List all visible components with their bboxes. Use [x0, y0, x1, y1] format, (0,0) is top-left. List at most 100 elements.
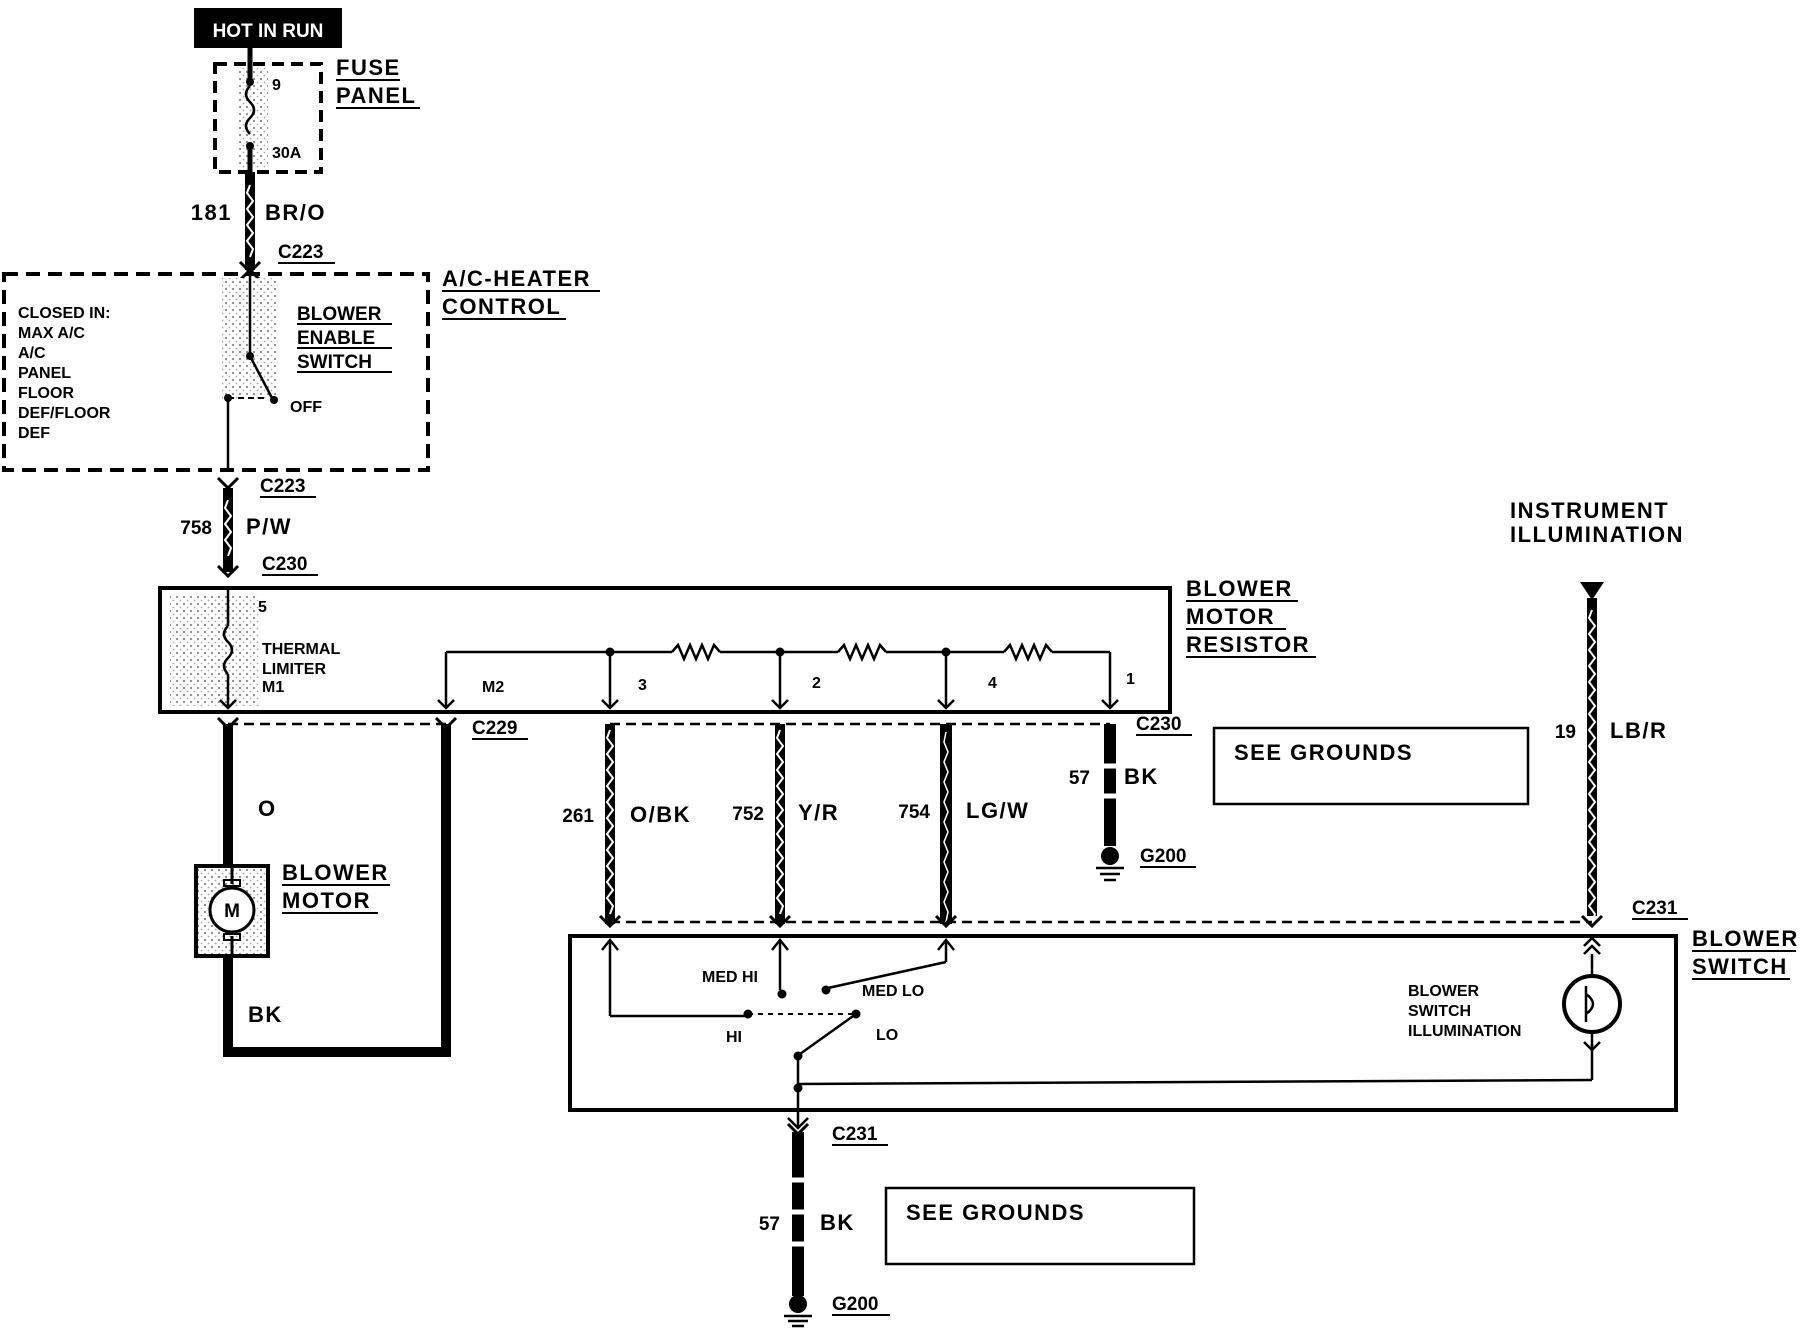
connector-c223-top: C223 [238, 242, 335, 282]
svg-text:C230: C230 [262, 554, 307, 575]
svg-text:HI: HI [726, 1029, 742, 1046]
see-grounds-lower[interactable]: SEE GROUNDS [884, 1186, 1196, 1266]
svg-text:C223: C223 [278, 242, 323, 263]
svg-text:ILLUMINATION: ILLUMINATION [1408, 1023, 1521, 1040]
svg-text:4: 4 [988, 675, 997, 692]
svg-text:261: 261 [562, 806, 594, 827]
svg-text:C223: C223 [260, 476, 305, 497]
svg-text:ENABLE: ENABLE [297, 328, 375, 349]
fuse-panel: 9 30A FUSE PANEL [213, 48, 420, 174]
blower-motor: M BLOWER MOTOR [194, 860, 390, 958]
svg-text:M2: M2 [482, 679, 504, 696]
svg-text:BK: BK [248, 1002, 283, 1027]
svg-text:30A: 30A [272, 145, 302, 162]
svg-text:LB/R: LB/R [1610, 718, 1667, 743]
svg-text:752: 752 [732, 804, 764, 825]
svg-text:2: 2 [812, 675, 821, 692]
svg-text:BLOWER: BLOWER [297, 304, 382, 325]
svg-text:SWITCH: SWITCH [1408, 1003, 1471, 1020]
svg-text:3: 3 [638, 677, 647, 694]
svg-text:DEF/FLOOR: DEF/FLOOR [18, 405, 111, 422]
svg-text:5: 5 [258, 599, 267, 616]
svg-text:CLOSED IN:: CLOSED IN: [18, 305, 110, 322]
svg-text:THERMAL: THERMAL [262, 641, 340, 658]
svg-text:MED LO: MED LO [862, 983, 924, 1000]
svg-text:BLOWER: BLOWER [1186, 576, 1293, 601]
svg-text:BLOWER: BLOWER [282, 860, 389, 885]
svg-text:BK: BK [1124, 764, 1159, 789]
svg-text:PANEL: PANEL [336, 83, 416, 108]
svg-text:ILLUMINATION: ILLUMINATION [1510, 522, 1684, 547]
wire-57-switch-ground: 57 BK [759, 1132, 855, 1296]
svg-text:DEF: DEF [18, 425, 50, 442]
connector-c230-top: C230 [216, 554, 318, 579]
svg-text:C229: C229 [472, 718, 517, 739]
svg-text:INSTRUMENT: INSTRUMENT [1510, 498, 1669, 523]
svg-text:758: 758 [180, 518, 212, 539]
wire-orange-motor-feed: O [223, 724, 277, 870]
svg-text:57: 57 [1069, 768, 1090, 789]
closed-in-list: CLOSED IN: MAX A/C A/C PANEL FLOOR DEF/F… [18, 305, 111, 442]
svg-text:M1: M1 [262, 679, 284, 696]
see-grounds-upper[interactable]: SEE GROUNDS [1212, 726, 1530, 806]
svg-text:1: 1 [1126, 671, 1135, 688]
svg-text:57: 57 [759, 1214, 780, 1235]
svg-text:LIMITER: LIMITER [262, 661, 326, 678]
wire-752: 752 Y/R [732, 724, 839, 924]
ac-heater-control: A/C-HEATER CONTROL CLOSED IN: MAX A/C A/… [2, 266, 600, 472]
blower-switch-illumination-bulb [1562, 936, 1622, 1052]
wire-181: 181 BR/O [191, 172, 326, 270]
svg-text:MED HI: MED HI [702, 969, 758, 986]
svg-text:BR/O: BR/O [265, 200, 326, 225]
svg-text:P/W: P/W [246, 514, 292, 539]
svg-text:SEE GROUNDS: SEE GROUNDS [906, 1200, 1085, 1225]
svg-text:G200: G200 [1140, 846, 1186, 867]
wire-black-motor-return: BK [223, 724, 451, 1057]
svg-text:19: 19 [1555, 722, 1576, 743]
connector-c229: C229 [216, 716, 528, 740]
hot-in-run-tag: HOT IN RUN [194, 8, 342, 48]
svg-text:Y/R: Y/R [798, 800, 839, 825]
svg-text:M: M [224, 901, 240, 922]
svg-text:BLOWER: BLOWER [1692, 926, 1799, 951]
svg-text:MAX A/C: MAX A/C [18, 325, 85, 342]
svg-text:LO: LO [876, 1027, 898, 1044]
instrument-illumination: INSTRUMENT ILLUMINATION 19 LB/R [1510, 498, 1684, 923]
svg-text:BK: BK [820, 1210, 855, 1235]
svg-text:C231: C231 [832, 1124, 878, 1145]
svg-text:CONTROL: CONTROL [442, 294, 561, 319]
blower-switch: BLOWER SWITCH MED HI MED LO HI LO [568, 926, 1799, 1130]
svg-text:754: 754 [898, 802, 930, 823]
wire-57-resistor-ground: 57 BK [1069, 724, 1159, 846]
svg-text:LG/W: LG/W [966, 798, 1029, 823]
svg-text:9: 9 [272, 77, 281, 94]
svg-text:SEE GROUNDS: SEE GROUNDS [1234, 740, 1413, 765]
blower-enable-switch: BLOWER ENABLE SWITCH OFF [224, 276, 392, 470]
svg-text:181: 181 [191, 200, 232, 225]
svg-text:O: O [258, 796, 277, 821]
svg-text:FLOOR: FLOOR [18, 385, 74, 402]
wire-758: 758 P/W [180, 488, 292, 572]
wire-754: 754 LG/W [898, 724, 1029, 924]
ground-g200-resistor: G200 [1096, 846, 1196, 882]
svg-text:A/C: A/C [18, 345, 46, 362]
svg-text:MOTOR: MOTOR [1186, 604, 1275, 629]
svg-text:MOTOR: MOTOR [282, 888, 371, 913]
svg-text:G200: G200 [832, 1294, 878, 1315]
wire-261: 261 O/BK [562, 724, 690, 924]
svg-text:OFF: OFF [290, 399, 322, 416]
svg-text:A/C-HEATER: A/C-HEATER [442, 266, 591, 291]
svg-text:C231: C231 [1632, 898, 1678, 919]
connector-c230-right: C230 [610, 714, 1192, 736]
svg-text:SWITCH: SWITCH [1692, 954, 1788, 979]
connector-c231-top: C231 [598, 898, 1688, 929]
svg-text:FUSE: FUSE [336, 55, 401, 80]
svg-text:BLOWER: BLOWER [1408, 983, 1480, 1000]
svg-text:HOT IN RUN: HOT IN RUN [213, 21, 324, 42]
svg-text:C230: C230 [1136, 714, 1181, 735]
svg-text:RESISTOR: RESISTOR [1186, 632, 1310, 657]
blower-motor-resistor: BLOWER MOTOR RESISTOR 5 THERMAL LIMITER … [158, 576, 1316, 714]
svg-text:SWITCH: SWITCH [297, 352, 372, 373]
ground-g200-switch: G200 [784, 1294, 890, 1328]
